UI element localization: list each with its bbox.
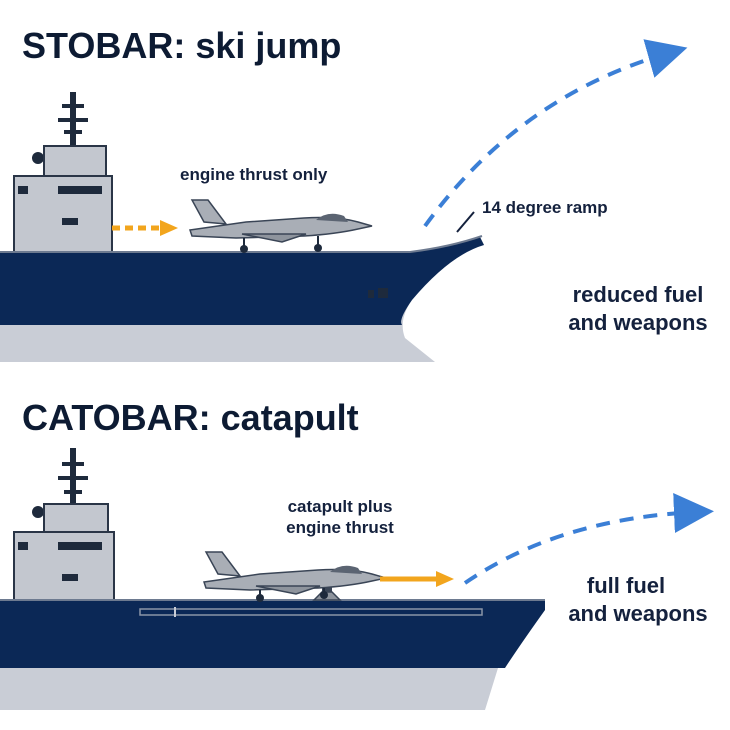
stobar-aircraft <box>189 199 373 253</box>
catobar-trajectory-arrow <box>463 493 714 585</box>
catobar-payload-line1: full fuel <box>587 573 665 598</box>
stobar-payload-line1: reduced fuel <box>573 282 704 307</box>
catobar-aircraft <box>203 551 387 602</box>
ramp-label: 14 degree ramp <box>482 198 608 217</box>
stobar-payload-line2: and weapons <box>568 310 707 335</box>
catobar-island <box>13 448 115 603</box>
stobar-thrust-label: engine thrust only <box>180 165 328 184</box>
catobar-panel: CATOBAR: catapult <box>0 397 714 710</box>
stobar-panel: STOBAR: ski jump <box>0 25 708 362</box>
catobar-thrust-arrow <box>380 571 454 587</box>
catapult-track <box>139 608 483 616</box>
stobar-thrust-arrow <box>112 220 178 236</box>
catobar-title: CATOBAR: catapult <box>22 397 359 438</box>
catobar-thrust-line1: catapult plus <box>288 497 393 516</box>
stobar-island <box>13 92 113 255</box>
stobar-hull <box>0 235 484 362</box>
catobar-hull <box>0 599 545 710</box>
catobar-thrust-line2: engine thrust <box>286 518 394 537</box>
catobar-payload-line2: and weapons <box>568 601 707 626</box>
stobar-title: STOBAR: ski jump <box>22 25 341 66</box>
ramp-leader-line <box>456 211 475 233</box>
stobar-trajectory-arrow <box>423 39 688 228</box>
